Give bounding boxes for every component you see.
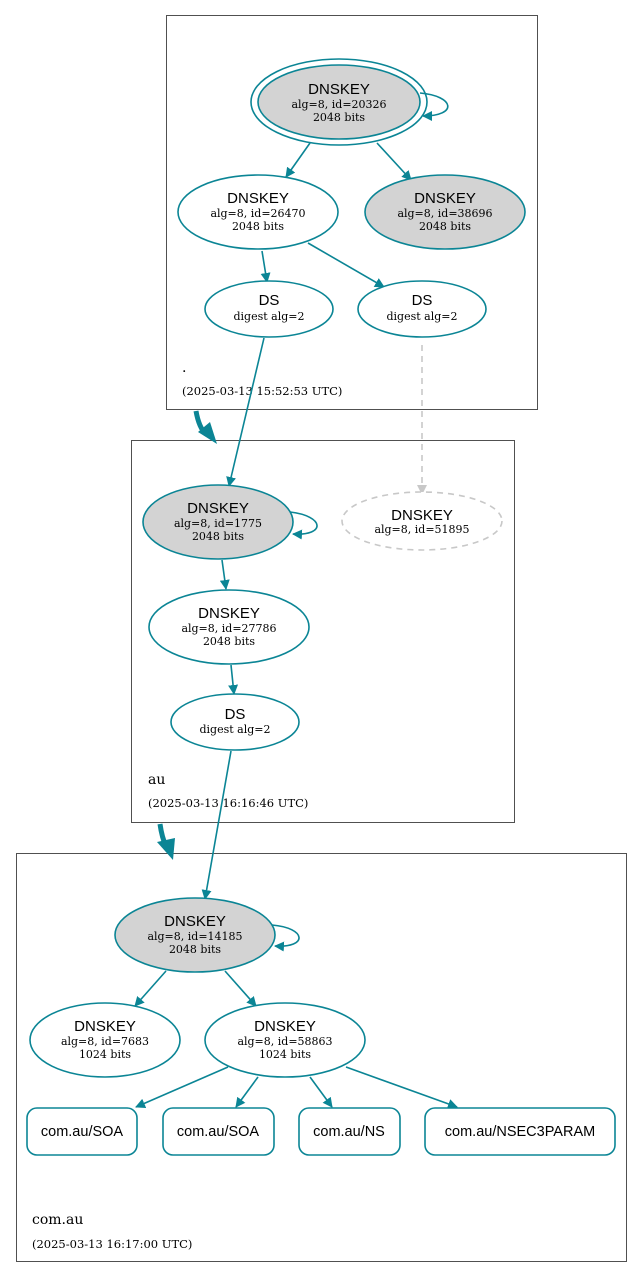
ds-node[interactable]: DS digest alg=2 [170, 693, 300, 751]
node-detail-label: alg=8, id=27786 [181, 622, 276, 635]
dnskey-node[interactable]: DNSKEY alg=8, id=14185 2048 bits [114, 897, 276, 973]
node-type-label: DNSKEY [254, 1018, 316, 1035]
node-type-label: DNSKEY [187, 500, 249, 517]
zone-box-root [166, 15, 538, 410]
node-detail-label: alg=8, id=51895 [374, 523, 469, 536]
node-detail-label: alg=8, id=20326 [291, 98, 386, 111]
node-detail-label: alg=8, id=38696 [397, 207, 492, 220]
self-sign-edge-au-ksk [289, 511, 318, 540]
node-detail-label: alg=8, id=14185 [147, 930, 242, 943]
edge-au-zsk-ds [228, 664, 239, 695]
node-type-label: DNSKEY [227, 190, 289, 207]
zone-timestamp-root: (2025-03-13 15:52:53 UTC) [182, 384, 342, 398]
zone-timestamp-au: (2025-03-13 16:16:46 UTC) [148, 796, 308, 810]
node-detail-label: digest alg=2 [386, 310, 457, 323]
node-detail-label: 1024 bits [259, 1048, 311, 1061]
edge-comau-zsk2-rr3 [309, 1076, 333, 1108]
edge-root-zsk1-ds1 [260, 250, 271, 283]
zone-name-root: . [182, 360, 186, 376]
zone-name-au: au [148, 772, 165, 788]
zone-box-au [131, 440, 515, 823]
node-type-label: DNSKEY [198, 605, 260, 622]
node-type-label: DNSKEY [308, 81, 370, 98]
node-detail-label: digest alg=2 [233, 310, 304, 323]
edge-root-ksk-zsk1 [285, 142, 311, 178]
ds-node[interactable]: DS digest alg=2 [204, 280, 334, 338]
node-detail-label: 2048 bits [419, 220, 471, 233]
node-detail-label: digest alg=2 [199, 723, 270, 736]
ds-node[interactable]: DS digest alg=2 [357, 280, 487, 338]
node-type-label: DS [225, 706, 246, 723]
node-detail-label: 2048 bits [313, 111, 365, 124]
node-type-label: DS [259, 292, 280, 309]
node-detail-label: 1024 bits [79, 1048, 131, 1061]
rrset-node-soa[interactable]: com.au/SOA [162, 1107, 275, 1156]
node-type-label: DS [412, 292, 433, 309]
node-detail-label: 2048 bits [192, 530, 244, 543]
edge-au-ksk-zsk [219, 559, 230, 590]
zone-timestamp-comau: (2025-03-13 16:17:00 UTC) [32, 1237, 192, 1251]
node-type-label: DNSKEY [164, 913, 226, 930]
rrset-node-soa[interactable]: com.au/SOA [26, 1107, 138, 1156]
node-detail-label: alg=8, id=1775 [174, 517, 262, 530]
rrset-label: com.au/NS [313, 1124, 385, 1140]
rrset-label: com.au/NSEC3PARAM [445, 1124, 595, 1140]
dnskey-node[interactable]: DNSKEY alg=8, id=38696 2048 bits [364, 174, 526, 250]
node-detail-label: 2048 bits [232, 220, 284, 233]
edge-comau-ksk-zsk1 [134, 970, 167, 1007]
edge-au-ds-comau-ksk [201, 750, 232, 900]
dnskey-node[interactable]: DNSKEY alg=8, id=58863 1024 bits [204, 1002, 366, 1078]
zone-box-comau [16, 853, 627, 1262]
self-sign-edge-comau-ksk [271, 924, 300, 952]
dnskey-node-missing[interactable]: DNSKEY alg=8, id=51895 [341, 491, 503, 551]
zone-name-comau: com.au [32, 1212, 83, 1228]
node-detail-label: alg=8, id=7683 [61, 1035, 149, 1048]
edge-comau-ksk-zsk2 [224, 970, 257, 1007]
dnskey-node[interactable]: DNSKEY alg=8, id=27786 2048 bits [148, 589, 310, 665]
node-type-label: DNSKEY [414, 190, 476, 207]
edge-root-ksk-zsk2 [376, 142, 412, 181]
rrset-label: com.au/SOA [41, 1124, 124, 1140]
self-sign-edge-root-ksk [419, 92, 449, 121]
node-type-label: DNSKEY [391, 507, 453, 524]
delegation-arrow-root-au [193, 410, 217, 444]
edge-comau-zsk2-rr4 [345, 1066, 458, 1109]
edge-comau-zsk2-rr1 [135, 1066, 229, 1108]
rrset-label: com.au/SOA [177, 1124, 260, 1140]
edge-comau-zsk2-rr2 [235, 1076, 259, 1108]
rrset-node-nsec3param[interactable]: com.au/NSEC3PARAM [424, 1107, 616, 1156]
node-type-label: DNSKEY [74, 1018, 136, 1035]
dnskey-node[interactable]: DNSKEY alg=8, id=20326 2048 bits [250, 58, 428, 146]
dnskey-node[interactable]: DNSKEY alg=8, id=1775 2048 bits [142, 484, 294, 560]
node-detail-label: alg=8, id=26470 [210, 207, 305, 220]
edge-root-zsk1-ds2 [307, 242, 385, 288]
edge-root-ds1-au-ksk [226, 337, 265, 487]
node-detail-label: alg=8, id=58863 [237, 1035, 332, 1048]
dnskey-node[interactable]: DNSKEY alg=8, id=7683 1024 bits [29, 1002, 181, 1078]
dnskey-node[interactable]: DNSKEY alg=8, id=26470 2048 bits [177, 174, 339, 250]
node-detail-label: 2048 bits [203, 635, 255, 648]
delegation-arrow-au-comau [157, 823, 175, 860]
node-detail-label: 2048 bits [169, 943, 221, 956]
rrset-node-ns[interactable]: com.au/NS [298, 1107, 401, 1156]
